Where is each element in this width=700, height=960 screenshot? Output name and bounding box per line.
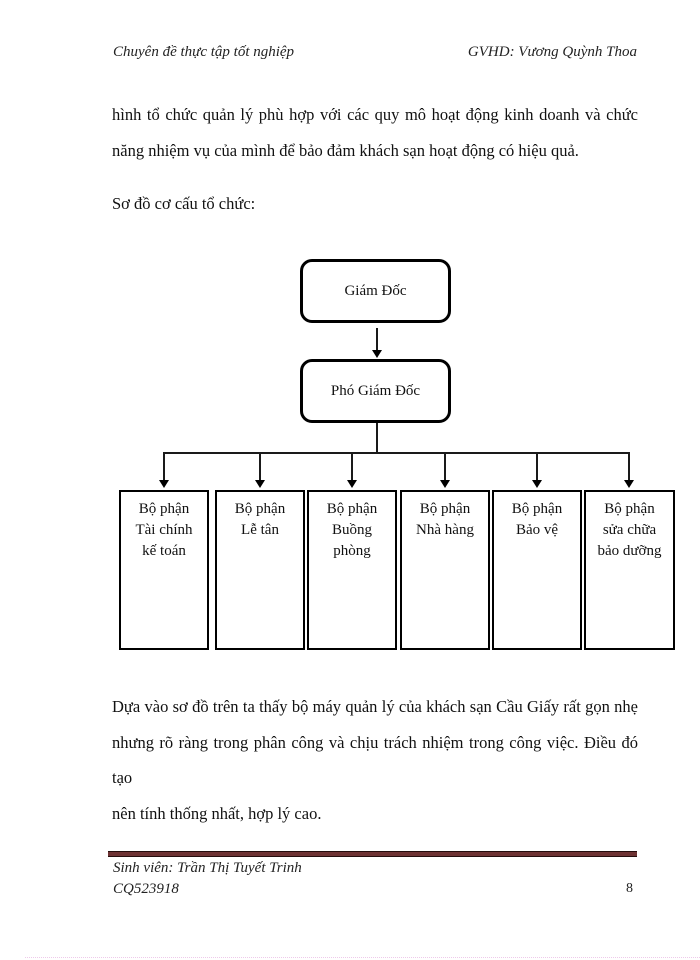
footer-student-name: Sinh viên: Trần Thị Tuyết Trinh [113,860,302,876]
diagram-caption: Sơ đồ cơ cấu tổ chức: [112,194,256,213]
department-box-restaurant: Bộ phận Nhà hàng [400,490,490,650]
connector-line [444,452,446,480]
department-box-finance: Bộ phận Tài chính kế toán [119,490,209,650]
intro-paragraph: hình tổ chức quản lý phù hợp với các quy… [112,97,638,168]
paragraph-line: nên tính thống nhất, hợp lý cao. [112,803,322,823]
director-box: Giám Đốc [300,259,451,323]
paragraph-line: năng nhiệm vụ của mình để bảo đảm khách … [112,140,579,160]
paragraph-line: Dựa vào sơ đồ trên ta thấy bộ máy quản l… [112,697,638,716]
header-right-advisor: GVHD: Vương Quỳnh Thoa [467,44,637,60]
page-header: Chuyên đề thực tập tốt nghiệp GVHD: Vươn… [113,44,637,61]
arrow-down-icon [440,480,450,488]
footer-student-id: CQ523918 [113,881,179,897]
connector-line [376,423,378,454]
footer-rule [108,851,637,857]
connector-line [351,452,353,480]
connector-rail [163,452,630,454]
connector-line [376,328,378,351]
connector-line [628,452,630,480]
bottom-edge-dotted-line [25,957,700,958]
arrow-down-icon [255,480,265,488]
deputy-director-box: Phó Giám Đốc [300,359,451,423]
department-box-maintenance: Bộ phận sửa chữa bảo dưỡng [584,490,675,650]
department-box-security: Bộ phận Bảo vệ [492,490,582,650]
paragraph-line: hình tổ chức quản lý phù hợp với các quy… [112,105,638,124]
department-box-reception: Bộ phận Lễ tân [215,490,305,650]
conclusion-paragraph: Dựa vào sơ đồ trên ta thấy bộ máy quản l… [112,689,638,831]
page-number: 8 [626,881,633,896]
arrow-down-icon [532,480,542,488]
connector-line [259,452,261,480]
connector-line [536,452,538,480]
arrow-down-icon [372,350,382,358]
department-box-housekeeping: Bộ phận Buồng phòng [307,490,397,650]
paragraph-line: nhưng rõ ràng trong phân công và chịu tr… [112,732,638,788]
header-left-title: Chuyên đề thực tập tốt nghiệp [113,44,295,60]
arrow-down-icon [624,480,634,488]
connector-line [163,452,165,480]
arrow-down-icon [159,480,169,488]
arrow-down-icon [347,480,357,488]
